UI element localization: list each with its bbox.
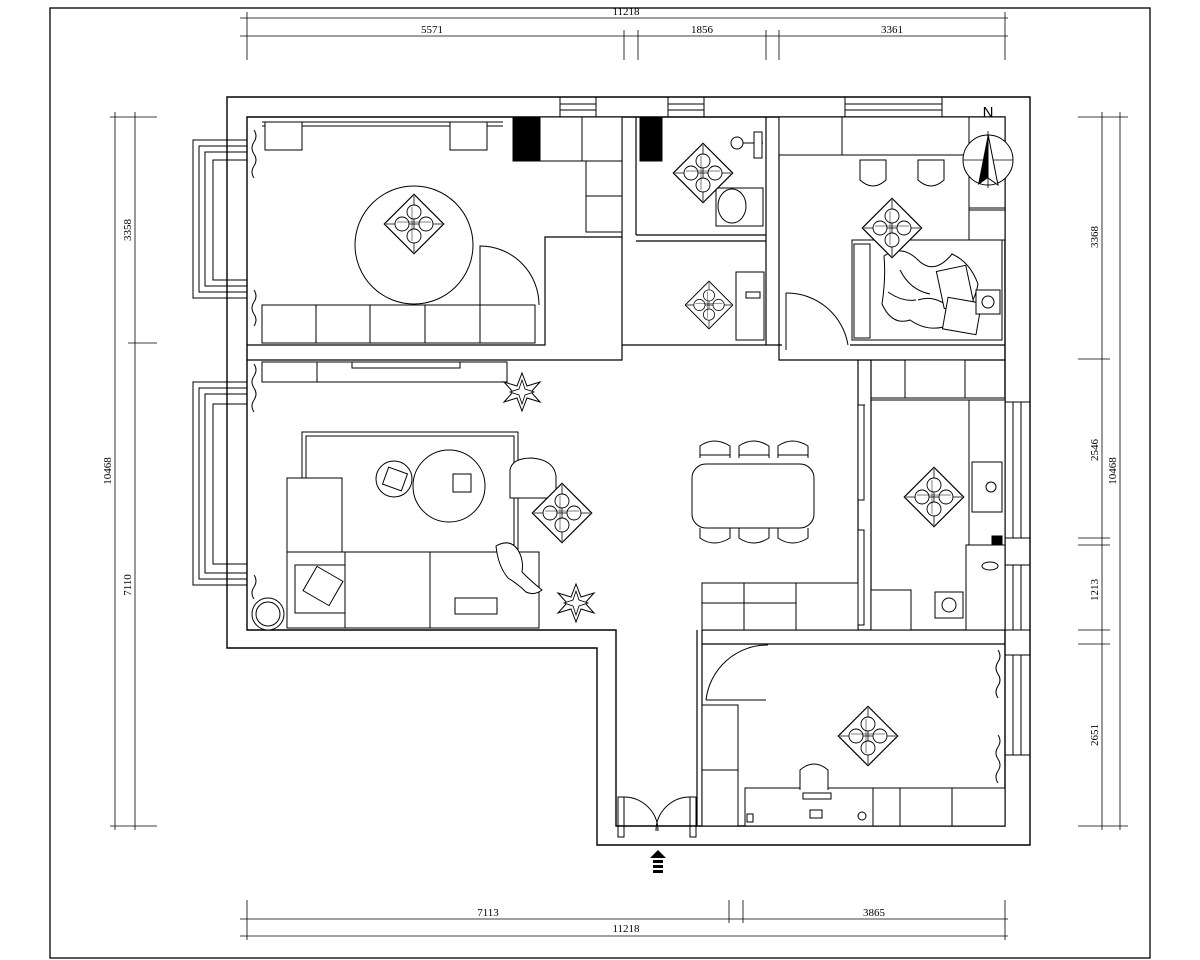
floor-tile-symbol	[837, 705, 899, 767]
living-room	[251, 361, 557, 631]
entry-cabinets	[701, 582, 859, 827]
entrance-arrow-icon	[650, 850, 666, 873]
dim-right-segment: 1213	[1089, 579, 1101, 602]
dim-top-segment: 5571	[421, 24, 443, 36]
floor-tile-symbol	[684, 280, 734, 330]
second-bedroom	[778, 116, 1006, 350]
coffee-table	[412, 449, 486, 523]
dim-top-total: 11218	[612, 6, 640, 18]
north-compass	[962, 131, 1014, 188]
dining-area	[691, 440, 815, 544]
dimension-left	[110, 112, 157, 830]
dim-right-segment: 2651	[1089, 724, 1101, 746]
dim-top-segment: 1856	[691, 24, 714, 36]
dim-left-segment: 7110	[122, 574, 134, 596]
dim-top-segment: 3361	[881, 24, 903, 36]
dimension-bottom	[240, 900, 1008, 940]
dimension-top	[240, 12, 1008, 60]
plant-icon	[557, 583, 595, 623]
north-label: N	[983, 104, 994, 121]
dim-right-total: 10468	[1107, 457, 1119, 485]
floor-tile-symbol	[903, 466, 965, 528]
dim-bottom-segment: 7113	[477, 907, 499, 919]
dim-right-segment: 3368	[1089, 226, 1101, 249]
dim-left-segment: 3358	[122, 219, 134, 242]
study-room	[705, 644, 1006, 827]
kitchen	[857, 359, 1006, 631]
bathroom	[639, 116, 765, 341]
plant-icon	[503, 372, 541, 412]
dim-bottom-total: 11218	[612, 923, 640, 935]
drawing-border	[49, 7, 1151, 959]
entrance-door	[617, 796, 697, 838]
right-windows	[1004, 401, 1031, 756]
dim-left-total: 10468	[102, 457, 114, 485]
dimension-right	[1078, 112, 1128, 830]
bay-window-bedroom	[192, 139, 248, 299]
bay-window-living	[192, 381, 248, 586]
dim-bottom-segment: 3865	[863, 907, 886, 919]
dim-right-segment: 2546	[1089, 439, 1101, 462]
top-windows	[559, 96, 943, 118]
